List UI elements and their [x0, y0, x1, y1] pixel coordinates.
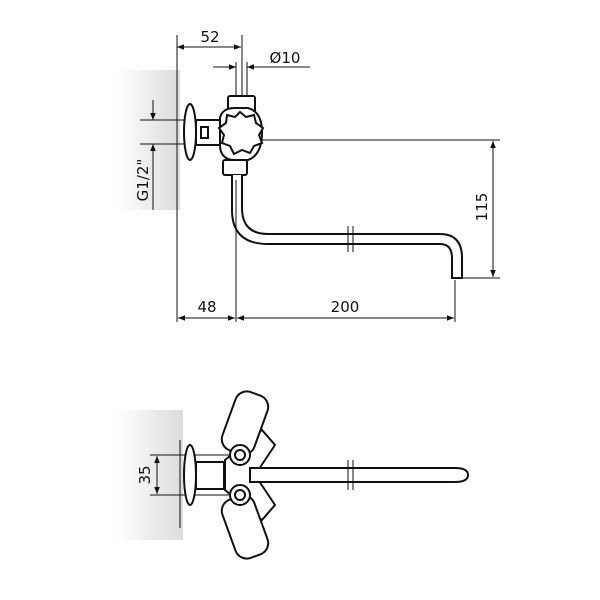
dim-thread-label: G1/2"	[134, 159, 152, 202]
wall-top	[115, 70, 180, 210]
knob-star	[217, 110, 265, 156]
dim-115-label: 115	[473, 193, 491, 222]
dim-35-label: 35	[136, 465, 154, 484]
dim-diameter-label: Ø10	[270, 49, 301, 67]
dim-200-label: 200	[331, 298, 360, 316]
dim-52-label: 52	[200, 28, 219, 46]
bottom-view	[150, 390, 470, 560]
wall-bottom	[115, 410, 183, 540]
dim-48-label: 48	[197, 298, 216, 316]
top-view	[140, 35, 500, 322]
